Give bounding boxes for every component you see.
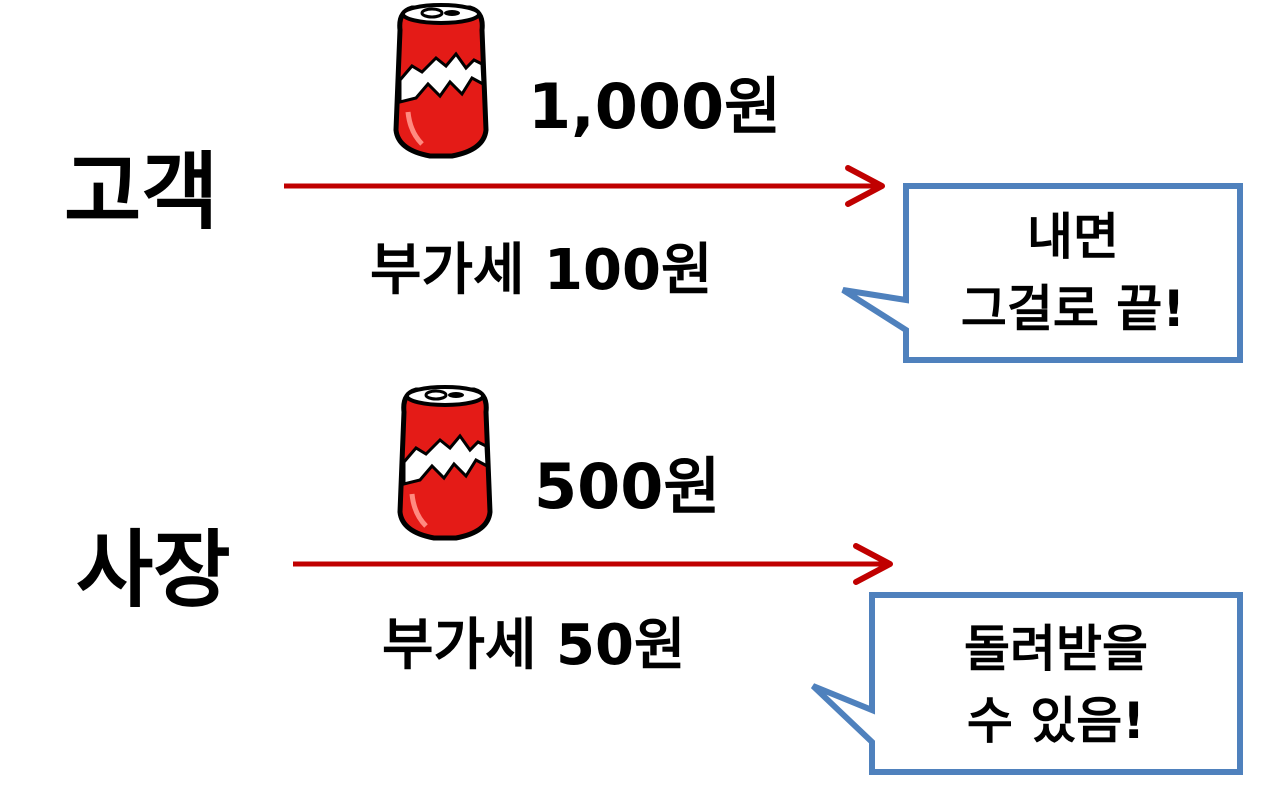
customer-price-label: 1,000원 [528,70,782,143]
customer-tax-label: 부가세 100원 [370,238,713,303]
owner-arrow [293,543,893,585]
owner-tax-label: 부가세 50원 [382,613,686,678]
customer-bubble-line2: 그걸로 끝! [960,280,1186,338]
owner-role-label: 사장 [76,521,231,619]
customer-arrow [284,165,885,207]
owner-price-label: 500원 [534,450,721,523]
owner-speech-bubble [810,592,1243,775]
customer-role-label: 고객 [64,143,219,241]
owner-bubble-line2: 수 있음! [966,692,1146,750]
customer-speech-bubble [841,183,1243,363]
soda-can-icon [400,387,490,538]
soda-can-icon [396,5,486,156]
customer-bubble-line1: 내면 [1027,208,1119,266]
owner-bubble-line1: 돌려받을 [964,620,1148,678]
